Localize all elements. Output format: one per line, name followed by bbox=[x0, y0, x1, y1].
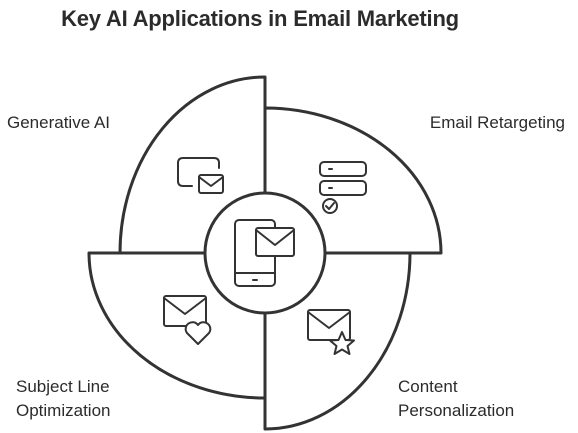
email-star-icon bbox=[307, 309, 355, 355]
label-content-personalization-line1: Content bbox=[398, 377, 458, 396]
diagram-title: Key AI Applications in Email Marketing bbox=[61, 6, 459, 31]
email-heart-icon bbox=[163, 295, 212, 345]
phone-email-icon bbox=[234, 219, 295, 287]
label-subject-line-optimization-line2: Optimization bbox=[16, 401, 111, 420]
label-generative-ai: Generative AI bbox=[7, 113, 111, 132]
label-content-personalization-line2: Personalization bbox=[398, 401, 515, 420]
message-email-icon bbox=[177, 157, 224, 194]
checklist-icon bbox=[319, 161, 367, 214]
label-subject-line-optimization-line1: Subject Line bbox=[16, 377, 110, 396]
label-email-retargeting: Email Retargeting bbox=[429, 113, 565, 132]
